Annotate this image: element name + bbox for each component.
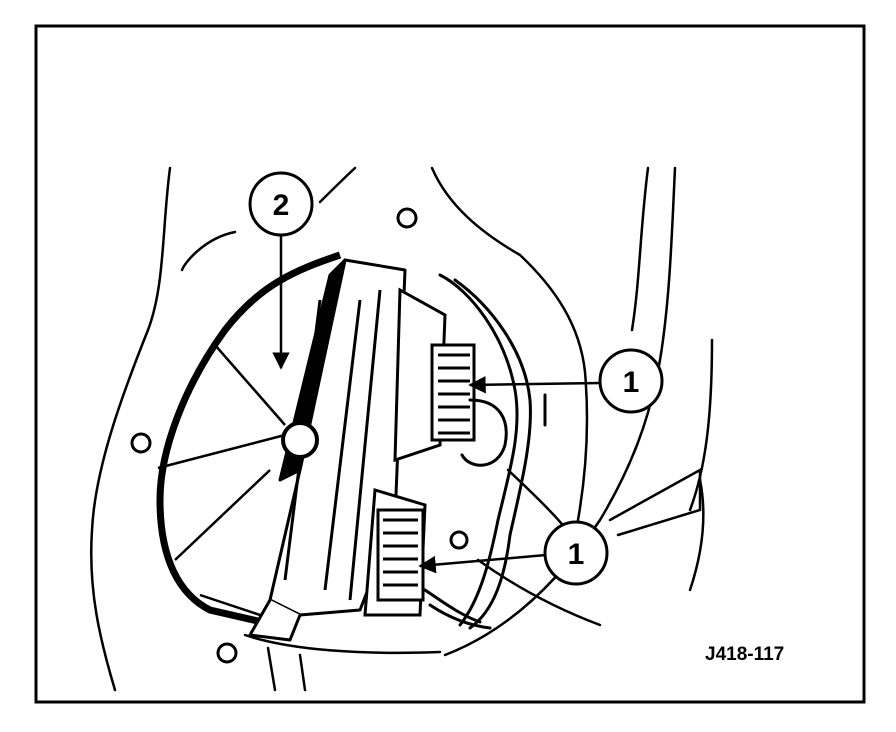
center-bolt xyxy=(281,421,319,459)
callout-1-lower-leader xyxy=(418,553,547,574)
callout-1-upper: 1 xyxy=(598,348,664,414)
callouts: 2 1 1 xyxy=(248,171,664,586)
callout-1-upper-leader xyxy=(468,376,602,394)
svg-text:1: 1 xyxy=(623,366,640,399)
mounting-hole xyxy=(449,530,469,550)
upper-connector xyxy=(393,287,476,463)
mounting-hole xyxy=(216,642,238,664)
callout-leaders xyxy=(272,235,602,574)
access-opening xyxy=(156,251,342,629)
mounting-holes xyxy=(130,207,469,664)
module-struts xyxy=(157,344,291,627)
svg-text:1: 1 xyxy=(568,538,585,571)
door-panel xyxy=(89,166,714,692)
callout-1-lower: 1 xyxy=(543,520,609,586)
mounting-hole xyxy=(396,207,418,229)
callout-2: 2 xyxy=(248,171,314,237)
mounting-hole xyxy=(130,432,152,454)
svg-text:2: 2 xyxy=(273,189,290,222)
figure-id: J418-117 xyxy=(705,644,784,665)
wiring-harness xyxy=(423,273,547,630)
lower-connector xyxy=(363,488,427,617)
